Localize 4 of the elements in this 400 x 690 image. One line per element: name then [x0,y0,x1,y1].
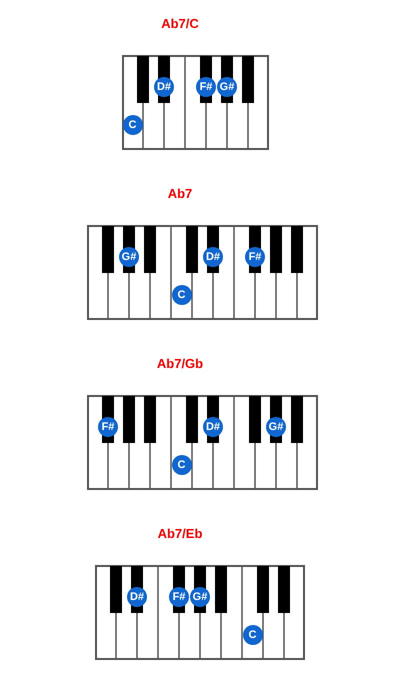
chord-title: Ab7/C [161,15,199,33]
chord-title: Ab7 [168,185,192,203]
chord-title: Ab7/Eb [158,525,202,543]
chord-title: Ab7/Gb [156,355,204,373]
